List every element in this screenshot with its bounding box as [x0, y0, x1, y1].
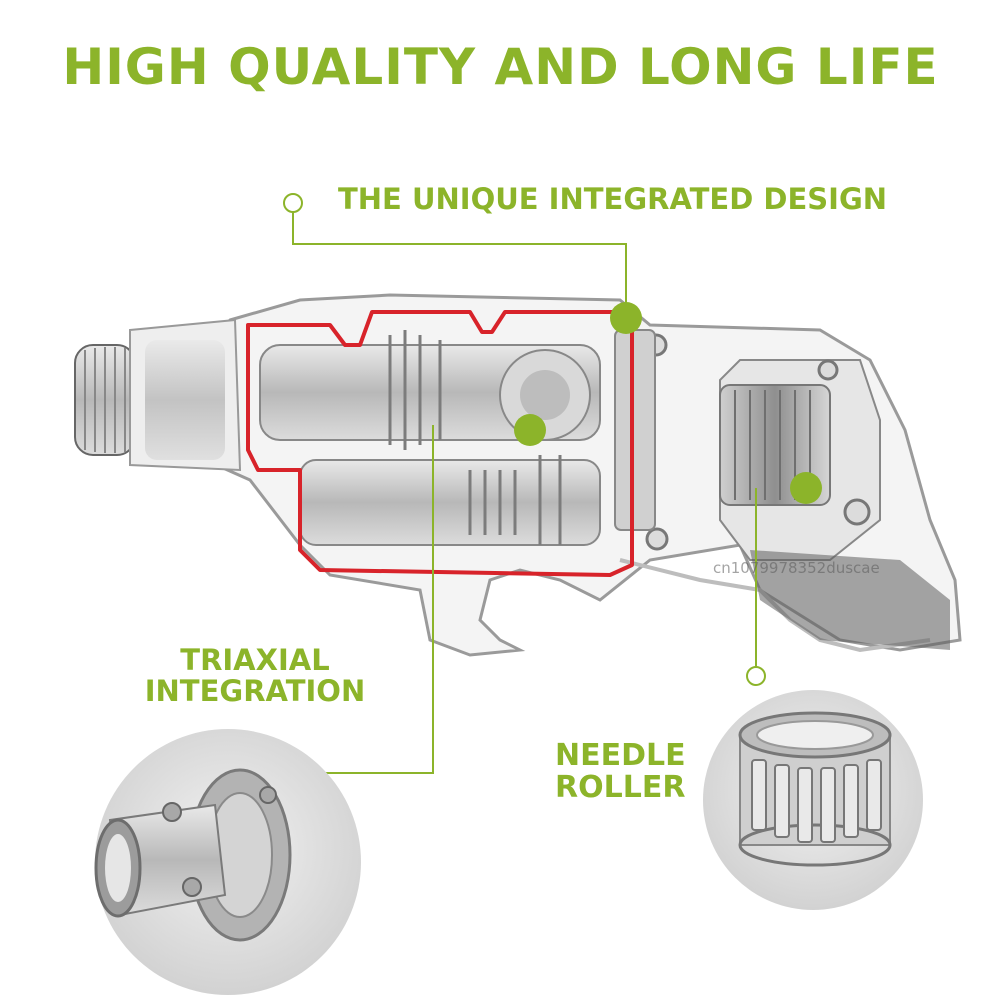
- triaxial-label-line1: TRIAXIAL: [180, 643, 330, 677]
- triaxial-label-line2: INTEGRATION: [144, 674, 366, 709]
- watermark-text: cn1079978352duscae: [713, 559, 880, 577]
- triaxial-dot-icon: [514, 414, 546, 446]
- needle-roller-image: [703, 690, 923, 910]
- gearbox-internals: [259, 329, 656, 546]
- design-marker-icon: [283, 193, 303, 213]
- callout-lines: [292, 212, 757, 774]
- needle-label-line1: NEEDLE: [555, 738, 686, 773]
- needle-callout-label: NEEDLE ROLLER: [555, 738, 686, 806]
- drill-chuck: [74, 318, 242, 472]
- needle-marker-icon: [746, 666, 766, 686]
- needle-dot-icon: [790, 472, 822, 504]
- triaxial-callout-label: TRIAXIAL INTEGRATION: [140, 643, 370, 709]
- needle-label-line2: ROLLER: [555, 770, 686, 806]
- design-dot-icon: [610, 302, 642, 334]
- page-title: HIGH QUALITY AND LONG LIFE: [62, 38, 939, 96]
- design-callout-label: THE UNIQUE INTEGRATED DESIGN: [338, 182, 888, 216]
- triaxial-part-image: [94, 729, 361, 995]
